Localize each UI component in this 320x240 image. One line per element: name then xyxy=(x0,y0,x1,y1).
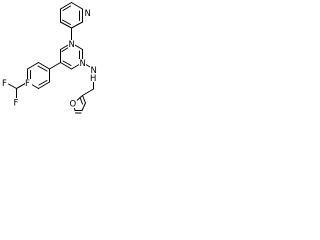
atom-n-pyrimidine-top: N xyxy=(69,40,75,50)
pyridine-ring xyxy=(60,2,83,29)
furan-ring xyxy=(73,95,86,114)
atom-labels: N N N N H O F F F xyxy=(1,9,97,110)
atom-n-pyridine: N xyxy=(85,9,91,19)
atom-h-amine: H xyxy=(90,74,96,84)
atom-o-furan: O xyxy=(70,100,77,110)
atom-n-amine: N xyxy=(91,66,97,76)
pyrimidine-phenyl-bond xyxy=(49,62,61,70)
ch2-furan-bond xyxy=(82,88,94,96)
molecule-drawing: N N N N H O F F F xyxy=(1,2,97,114)
phenyl-ring xyxy=(27,62,50,89)
molecule-structure: N N N N H O F F F xyxy=(0,0,126,165)
atom-f-left: F xyxy=(2,79,7,89)
atom-f-right: F xyxy=(25,79,30,89)
atom-f-bottom: F xyxy=(14,99,19,109)
atom-n-pyrimidine-bottom: N xyxy=(80,59,86,69)
